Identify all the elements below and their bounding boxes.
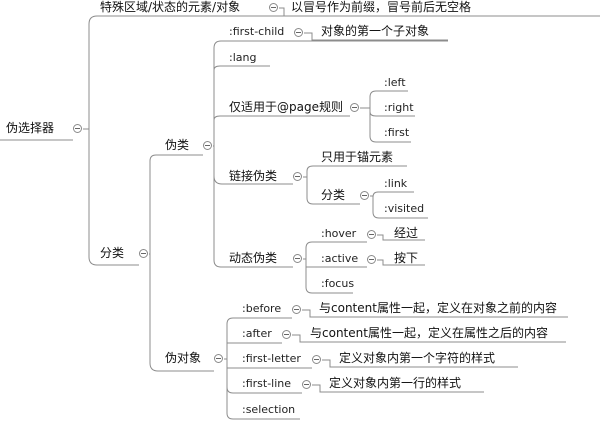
root-to-category-connector	[88, 129, 139, 266]
category-collapse-toggle[interactable]	[139, 249, 148, 258]
special-note: 以冒号作为前缀，冒号前后无空格	[291, 0, 472, 14]
to-before-connector	[224, 317, 292, 360]
special-collapse-toggle[interactable]	[269, 3, 278, 12]
page-rule-label[interactable]: 仅适用于@page规则	[229, 100, 343, 114]
to-page-left-connector	[360, 90, 408, 109]
first-letter-collapse-toggle[interactable]	[312, 355, 321, 364]
link-category-collapse-toggle[interactable]	[360, 191, 369, 200]
first-child-label[interactable]: :first-child	[229, 25, 285, 38]
to-after-connector	[226, 342, 282, 359]
special-node-label[interactable]: 特殊区域/状态的元素/对象	[100, 0, 241, 14]
dynamic-pseudo-label[interactable]: 动态伪类	[229, 251, 278, 265]
to-link-category-connector	[306, 177, 360, 205]
first-letter-label[interactable]: :first-letter	[242, 352, 301, 365]
hover-note-underline	[377, 234, 425, 241]
after-collapse-toggle[interactable]	[282, 330, 291, 339]
hover-label[interactable]: :hover	[321, 227, 357, 240]
first-line-note-underline	[312, 384, 484, 393]
first-letter-note-underline	[322, 359, 518, 368]
active-note: 按下	[394, 251, 419, 265]
to-link-item-connector	[370, 191, 414, 198]
special-note-link	[279, 7, 285, 16]
page-item-left[interactable]: :left	[384, 76, 406, 89]
before-note: 与content属性一起，定义在对象之前的内容	[319, 301, 557, 315]
to-first-child-connector	[213, 40, 448, 147]
link-pseudo-note: 只用于锚元素	[321, 150, 394, 164]
selection-label[interactable]: :selection	[242, 403, 296, 416]
first-child-collapse-toggle[interactable]	[294, 28, 303, 37]
first-line-label[interactable]: :first-line	[242, 377, 292, 390]
first-letter-note: 定义对象内第一个字符的样式	[339, 351, 496, 365]
to-page-connector	[213, 115, 350, 121]
category-to-pseudo-class-connector	[149, 154, 203, 255]
link-item-visited[interactable]: :visited	[384, 202, 425, 215]
pseudo-class-node-label[interactable]: 伪类	[165, 138, 190, 152]
dynamic-pseudo-collapse-toggle[interactable]	[293, 254, 302, 263]
active-label[interactable]: :active	[321, 252, 359, 265]
link-pseudo-label[interactable]: 链接伪类	[229, 169, 278, 183]
before-label[interactable]: :before	[242, 302, 282, 315]
link-pseudo-collapse-toggle[interactable]	[293, 172, 302, 181]
first-line-collapse-toggle[interactable]	[302, 380, 311, 389]
focus-label[interactable]: :focus	[321, 277, 355, 290]
to-selection-connector	[226, 359, 300, 420]
page-rule-collapse-toggle[interactable]	[350, 103, 359, 112]
after-label[interactable]: :after	[242, 327, 272, 340]
first-child-note-underline	[304, 32, 448, 41]
page-item-first[interactable]: :first	[384, 126, 410, 139]
page-item-right[interactable]: :right	[384, 101, 414, 114]
before-collapse-toggle[interactable]	[292, 305, 301, 314]
active-note-underline	[377, 259, 425, 266]
to-page-first-connector	[369, 108, 411, 143]
root-collapse-toggle[interactable]	[73, 124, 82, 133]
to-dynamic-connector	[213, 146, 293, 268]
active-collapse-toggle[interactable]	[367, 255, 376, 264]
before-note-underline	[302, 309, 568, 318]
to-focus-connector	[305, 259, 353, 294]
root-to-special-connector	[83, 15, 600, 130]
category-to-pseudo-element-connector	[149, 254, 214, 372]
to-hover-connector	[303, 241, 367, 260]
after-note-underline	[292, 334, 566, 343]
after-note: 与content属性一起，定义在属性之后的内容	[310, 326, 548, 340]
root-node-label[interactable]: 伪选择器	[6, 121, 55, 135]
to-visited-item-connector	[372, 196, 428, 219]
pseudo-element-collapse-toggle[interactable]	[214, 354, 223, 363]
category-node-label[interactable]: 分类	[100, 246, 125, 260]
hover-collapse-toggle[interactable]	[367, 230, 376, 239]
to-link-note-connector	[303, 165, 407, 178]
link-category-label[interactable]: 分类	[321, 188, 346, 202]
first-line-note: 定义对象内第一行的样式	[329, 376, 462, 390]
first-child-note: 对象的第一个子对象	[321, 24, 430, 38]
pseudo-class-collapse-toggle[interactable]	[203, 141, 212, 150]
pseudo-element-node-label[interactable]: 伪对象	[165, 351, 202, 365]
link-item-link[interactable]: :link	[384, 177, 408, 190]
lang-label[interactable]: :lang	[229, 51, 257, 64]
hover-note: 经过	[394, 226, 419, 240]
to-lang-connector	[213, 65, 270, 71]
